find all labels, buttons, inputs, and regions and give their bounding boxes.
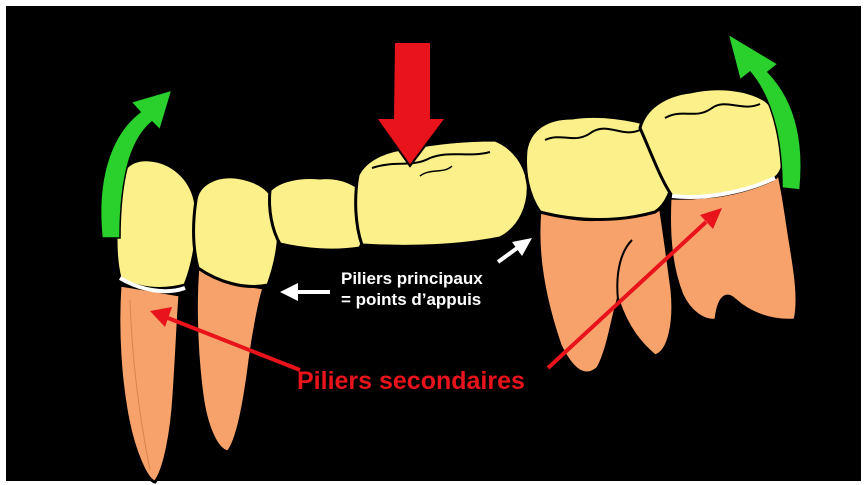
label-secondary-abutments: Piliers secondaires — [297, 367, 525, 395]
pontic-1 — [269, 178, 367, 251]
crown-left-premolar — [194, 177, 279, 287]
pontic-2 — [356, 140, 529, 246]
label-primary-abutments-line1: Piliers principaux — [341, 269, 483, 288]
root-left-premolar — [196, 266, 264, 452]
root-right-molar-1 — [539, 205, 673, 373]
label-primary-abutments-line2: = points d’appuis — [341, 290, 481, 309]
crown-left-canine — [116, 160, 197, 289]
root-left-canine — [119, 285, 180, 482]
